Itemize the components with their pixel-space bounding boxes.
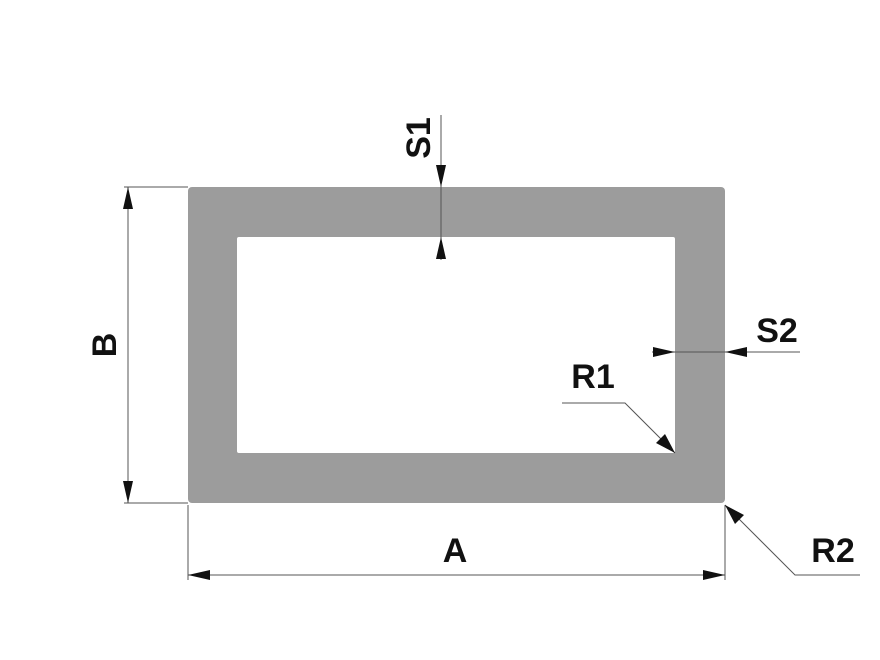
label-r1: R1 — [571, 358, 614, 396]
label-s2: S2 — [756, 312, 798, 350]
label-r2: R2 — [811, 532, 854, 570]
dimension-s1: S1 — [400, 115, 446, 260]
label-a: A — [443, 532, 468, 570]
label-s1: S1 — [400, 117, 438, 159]
dimension-r2: R2 — [724, 504, 860, 576]
dimension-r1: R1 — [562, 358, 676, 454]
dimension-s2: S2 — [652, 312, 800, 357]
label-b: B — [86, 333, 124, 358]
tube-profile — [188, 187, 725, 503]
inner-cavity — [237, 237, 675, 453]
dimension-b: B — [86, 186, 188, 504]
dimension-a: A — [187, 505, 726, 580]
